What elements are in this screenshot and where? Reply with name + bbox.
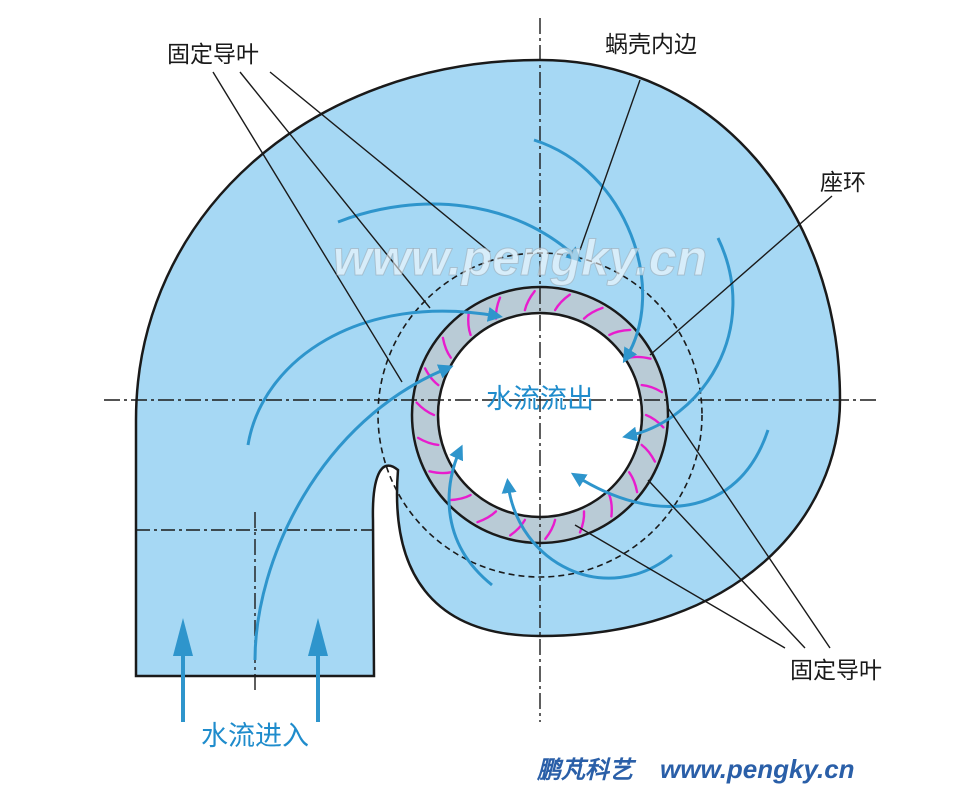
- flow-arrow: [447, 444, 493, 587]
- footer-brand: 鹏芃科艺: [536, 756, 637, 784]
- vane: [544, 518, 557, 541]
- flow-arrow: [533, 138, 645, 364]
- flow-arrow: [253, 364, 454, 661]
- vane: [448, 493, 472, 502]
- label-water-in: 水流进入: [201, 721, 309, 752]
- flow-arrows: [246, 138, 770, 661]
- vane: [628, 471, 639, 494]
- vane: [509, 518, 527, 537]
- footer-url: www.pengky.cn: [660, 754, 855, 784]
- flow-arrow: [570, 429, 770, 508]
- vane: [428, 470, 452, 475]
- vane: [415, 401, 436, 417]
- vane: [640, 443, 657, 463]
- vane: [578, 510, 586, 534]
- label-water-out: 水流流出: [486, 384, 594, 415]
- vane: [416, 436, 440, 447]
- label-stay-ring: 座环: [820, 170, 866, 196]
- leader-lines: [212, 71, 833, 649]
- vane: [553, 293, 571, 312]
- vane: [523, 289, 536, 312]
- flow-arrow: [337, 202, 582, 263]
- vane: [608, 328, 632, 337]
- vane: [441, 336, 452, 359]
- flow-arrow: [246, 307, 503, 446]
- vane: [644, 413, 665, 429]
- label-fixed-vane-top: 固定导叶: [167, 42, 259, 68]
- flow-arrow: [622, 237, 735, 442]
- fixed-vanes: [415, 289, 665, 541]
- watermark: www.pengky.cn: [333, 230, 707, 286]
- flow-arrow: [501, 478, 673, 580]
- inlet-arrows: [173, 618, 328, 722]
- label-fixed-vane-bottom: 固定导叶: [790, 658, 882, 684]
- label-volute-inner-edge: 蜗壳内边: [605, 32, 697, 58]
- vane: [640, 383, 664, 394]
- dashed-circle: [377, 252, 703, 578]
- vane: [467, 312, 472, 337]
- vane: [608, 493, 613, 518]
- vane: [423, 367, 440, 387]
- vane: [582, 306, 604, 320]
- vane: [476, 510, 498, 524]
